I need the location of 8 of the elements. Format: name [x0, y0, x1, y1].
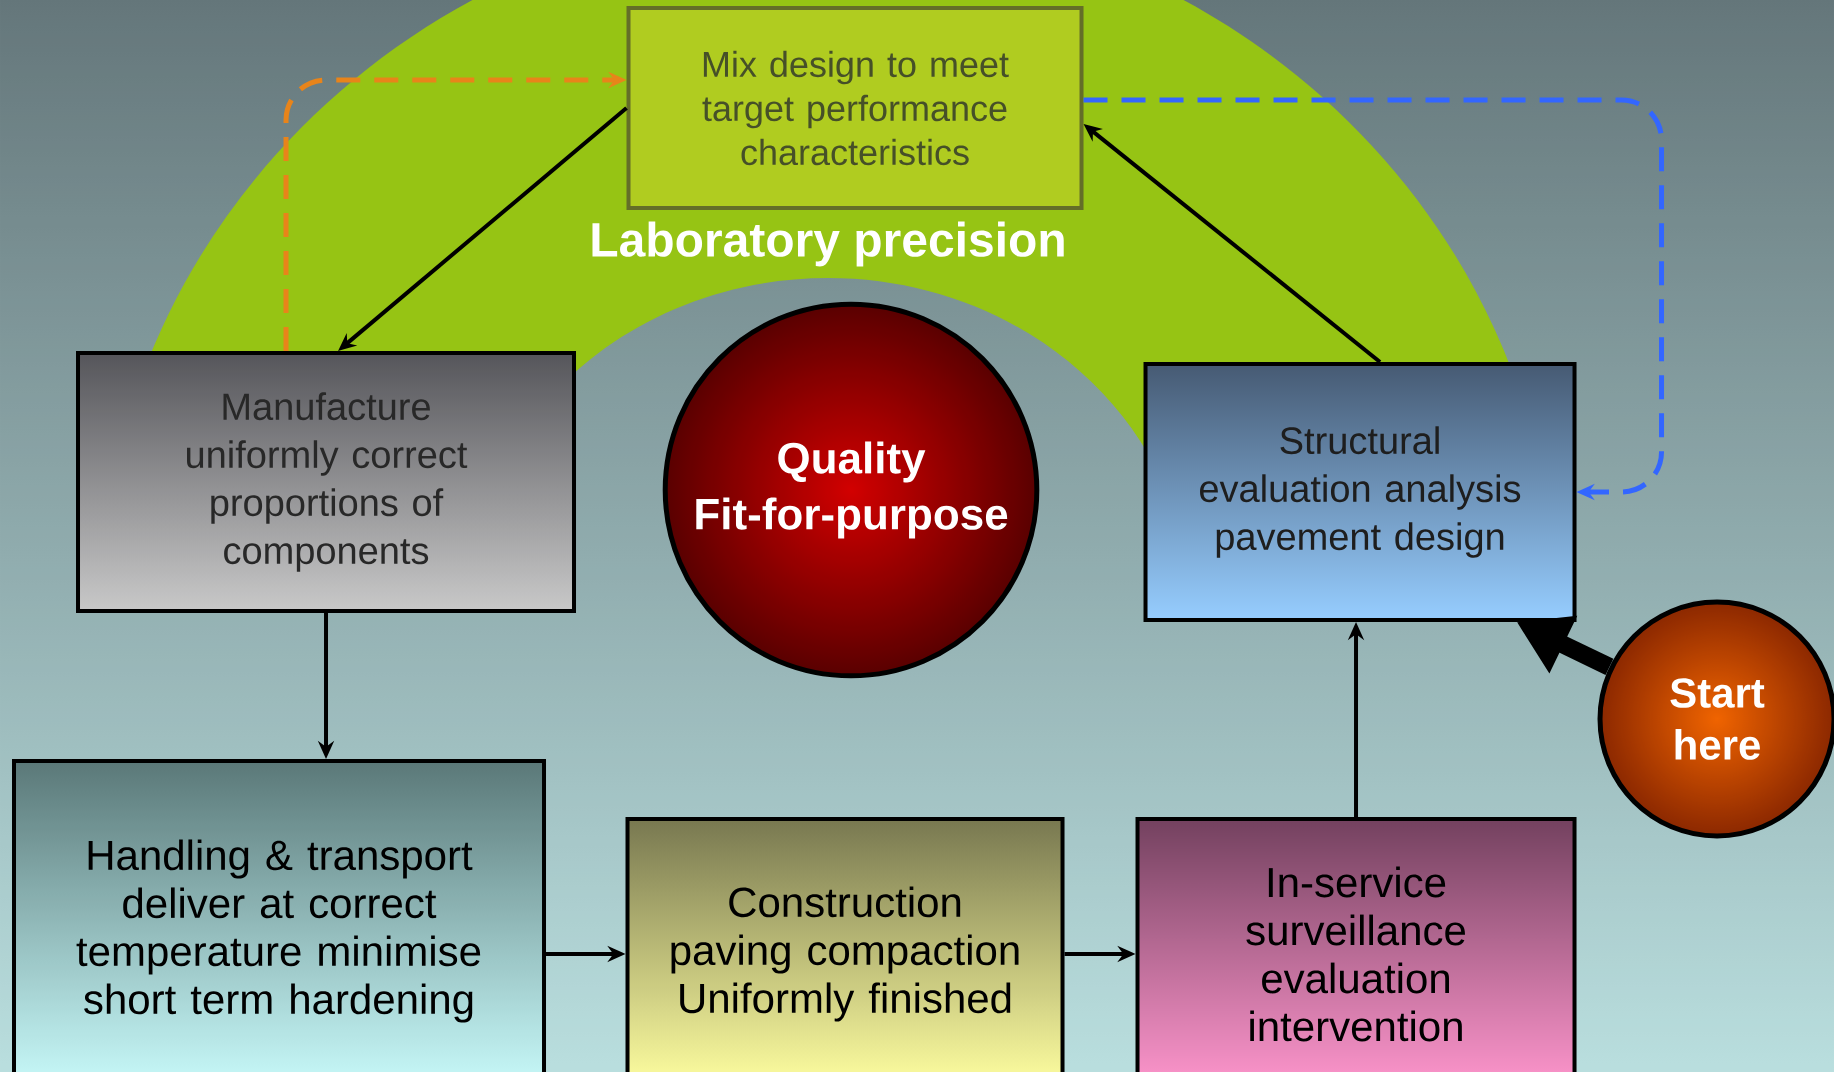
process-box: In-service surveillance evaluation intervention	[1135, 817, 1577, 1072]
process-box: Manufacture uniformly correct proportions of components	[76, 351, 576, 613]
arrow	[1083, 97, 1664, 501]
mix-design-box: Mix design to meet target performance characteristics	[626, 6, 1084, 210]
process-box: Construction paving compaction Uniformly finished	[625, 817, 1065, 1072]
process-box: Structural evaluation analysis pavement design	[1143, 362, 1577, 622]
band-label: Laboratory precision	[592, 221, 1064, 267]
process-box: Handling & transport deliver at correct temperature minimise short term hardening	[12, 759, 546, 1072]
